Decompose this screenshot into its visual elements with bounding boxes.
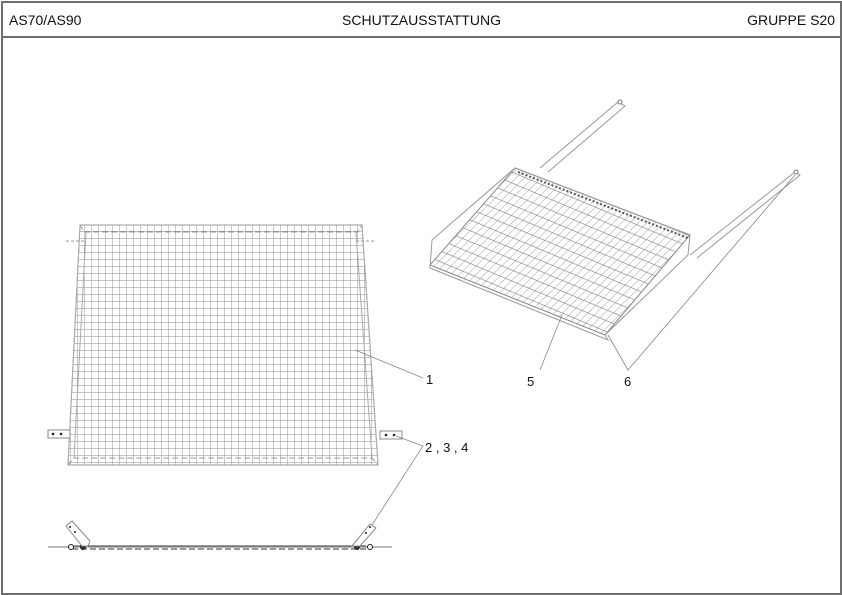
model-label: AS70/AS90 [9,12,82,28]
guard-isometric-view [429,99,801,342]
leader-lines [354,174,796,526]
callout-5: 5 [527,374,535,389]
guard-front-view [47,224,403,466]
callout-6: 6 [624,374,632,389]
callout-2-3-4: 2 , 3 , 4 [425,440,469,455]
group-label: GRUPPE S20 [747,12,835,28]
title-block: AS70/AS90 SCHUTZAUSSTATTUNG GRUPPE S20 [3,3,840,38]
guard-top-view [48,520,392,550]
page-title: SCHUTZAUSSTATTUNG [342,12,501,28]
callout-1: 1 [426,372,434,387]
